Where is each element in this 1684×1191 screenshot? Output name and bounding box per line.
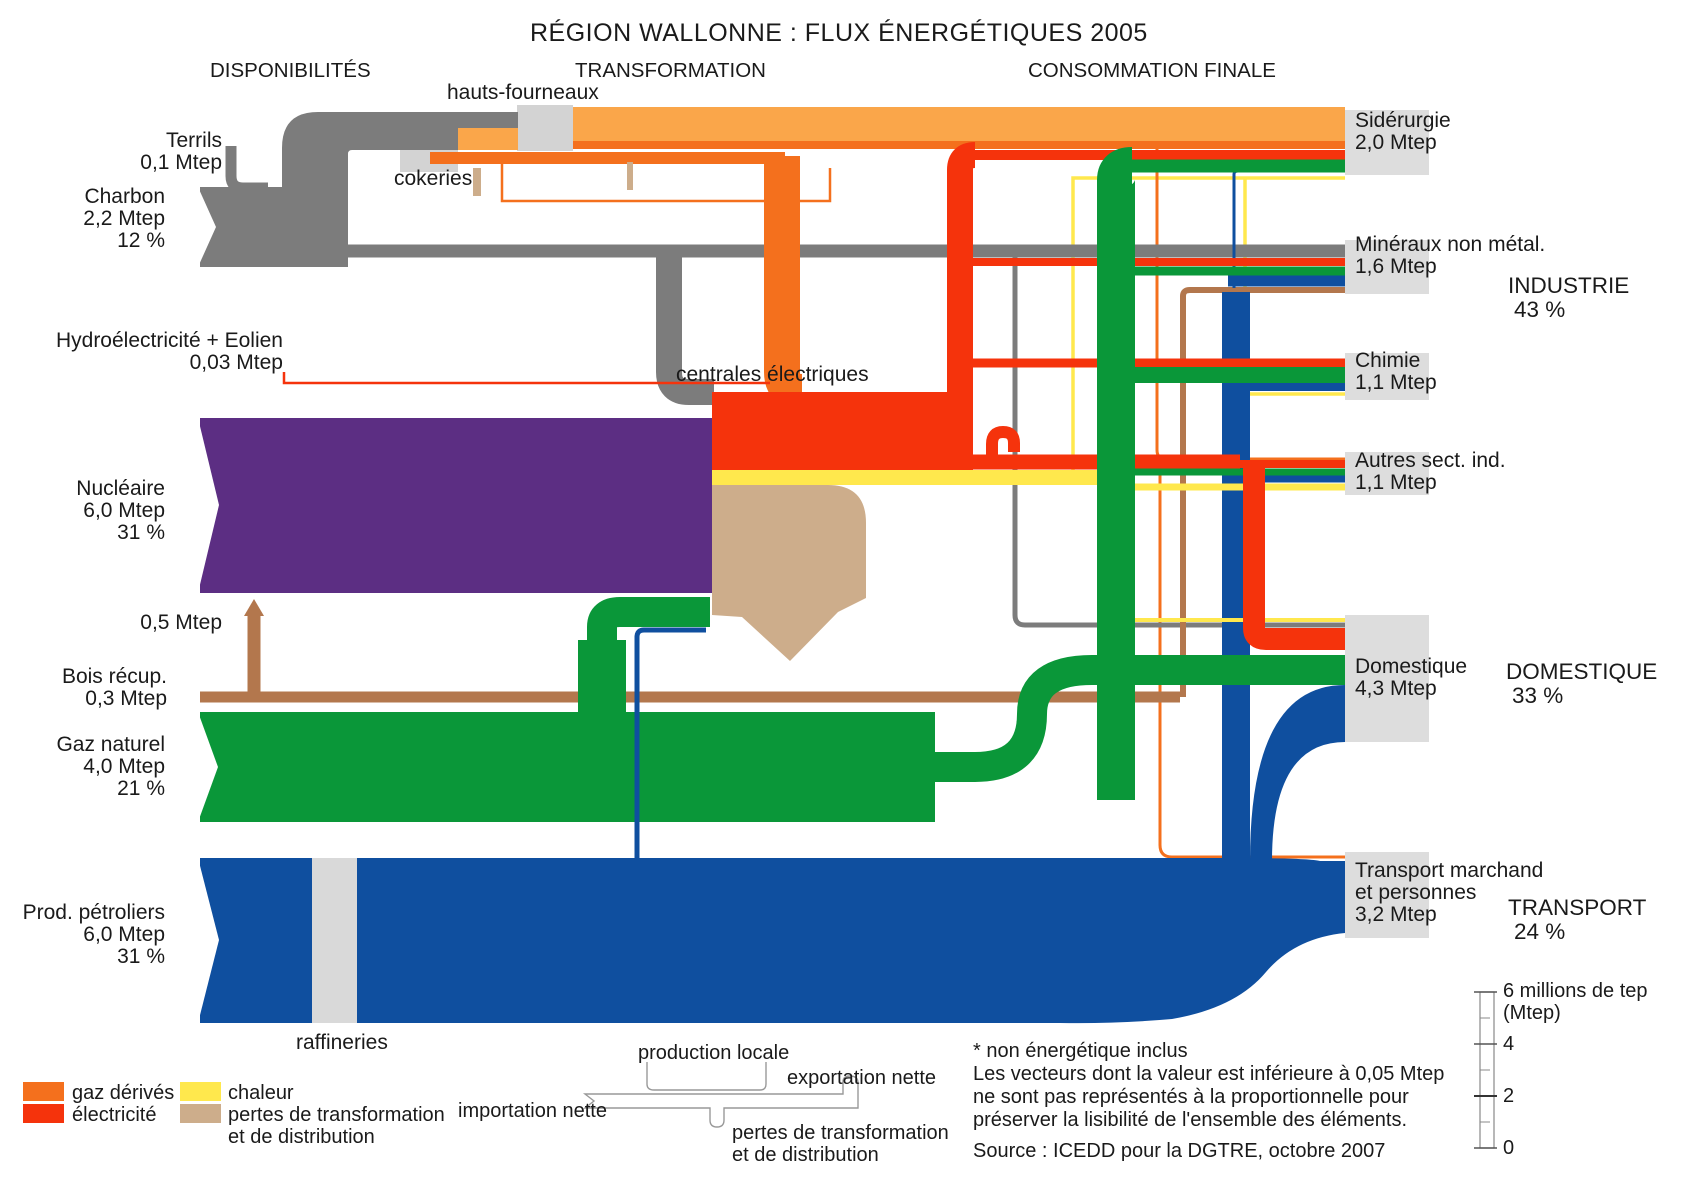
flow-electricite-export-hook <box>986 425 1020 460</box>
flow-bois-to-mineraux <box>1180 287 1345 697</box>
box-siderurgie <box>1345 110 1429 175</box>
flow-petrole-to-transport <box>1060 858 1345 1024</box>
flow-chaleur-hairline-up <box>1071 176 1345 470</box>
notch-gaz <box>198 712 218 822</box>
label-terrils: Terrils 0,1 Mtep <box>140 129 222 174</box>
label-bois-branch: 0,5 Mtep <box>140 611 222 634</box>
box-autres <box>1345 452 1429 495</box>
flow-petrole-to-centrales-hairline <box>634 627 706 866</box>
flow-gaz-trunk <box>1097 147 1136 800</box>
label-transport: Transport marchand et personnes 3,2 Mtep <box>1355 859 1544 926</box>
scale-label-4: 4 <box>1503 1033 1515 1055</box>
flow-coke-cokeries-hf <box>458 128 518 150</box>
column-consommation: CONSOMMATION FINALE <box>1028 59 1276 82</box>
label-hauts-fourneaux: hauts-fourneaux <box>447 81 599 104</box>
flow-gaz-derives-siderurgie <box>573 141 1345 149</box>
flow-legend-pertes: pertes de transformation et de distribut… <box>732 1122 949 1166</box>
label-nucleaire: Nucléaire 6,0 Mtep 31 % <box>76 477 165 544</box>
legend-swatch-electricite <box>23 1104 64 1123</box>
flow-petrole-to-domestique <box>1250 685 1345 861</box>
label-gaz: Gaz naturel 4,0 Mtep 21 % <box>56 733 165 800</box>
legend-label-gaz-derives: gaz dérivés <box>72 1082 175 1104</box>
legend-swatch-pertes <box>180 1104 221 1123</box>
column-disponibilites: DISPONIBILITÉS <box>210 59 371 82</box>
flow-legend-production: production locale <box>638 1042 790 1064</box>
label-cokeries: cokeries <box>394 167 473 190</box>
scale-label-6: 6 millions de tep (Mtep) <box>1503 980 1648 1024</box>
scale-ruler <box>1474 991 1497 1149</box>
box-transport <box>1345 852 1429 938</box>
flow-charbon-elbow-cokeries <box>282 112 518 267</box>
scale-label-0: 0 <box>1503 1137 1515 1159</box>
flow-petrole-band <box>200 858 1080 1023</box>
label-group-domestique: DOMESTIQUE 33 % <box>1506 659 1658 708</box>
label-mineraux: Minéraux non métal. 1,6 Mtep <box>1355 233 1546 278</box>
flow-gaz-derives-band <box>430 152 785 164</box>
label-hydro: Hydroélectricité + Eolien 0,03 Mtep <box>55 329 283 374</box>
box-domestique <box>1345 615 1429 742</box>
legend-label-electricite: électricité <box>72 1104 157 1126</box>
notch-nucleaire <box>198 418 219 593</box>
box-chimie <box>1345 353 1429 400</box>
flow-gaz-riser-centrales-h <box>587 597 710 652</box>
legend-label-chaleur: chaleur <box>228 1082 294 1104</box>
box-hauts-fourneaux <box>517 105 573 151</box>
flow-coke-to-siderurgie <box>573 107 1345 141</box>
flow-legend-exportation: exportation nette <box>787 1067 936 1089</box>
flow-electricite-trunk-up <box>947 142 976 470</box>
flow-bois-branch-tip <box>244 599 264 616</box>
label-group-transport: TRANSPORT 24 % <box>1508 895 1647 944</box>
flow-hydro-line <box>282 372 770 385</box>
label-centrales: centrales électriques <box>676 363 869 386</box>
label-group-industrie: INDUSTRIE 43 % <box>1508 273 1630 322</box>
page-title: RÉGION WALLONNE : FLUX ÉNERGÉTIQUES 2005 <box>530 19 1148 47</box>
label-chimie: Chimie 1,1 Mtep <box>1355 349 1437 394</box>
column-transformation: TRANSFORMATION <box>575 59 766 82</box>
box-raffineries <box>312 858 357 1023</box>
flow-glyph-legend <box>582 1062 859 1128</box>
label-charbon: Charbon 2,2 Mtep 12 % <box>83 185 165 252</box>
source-credit: Source : ICEDD pour la DGTRE, octobre 20… <box>973 1140 1386 1162</box>
flow-charbon-to-domestique <box>1012 255 1345 628</box>
flow-gaz-derives-hairline-loop <box>500 164 832 203</box>
legend-swatch-chaleur <box>180 1082 221 1101</box>
flow-gaz-band <box>200 712 935 822</box>
flow-pertes-blob <box>712 485 866 661</box>
flow-gaz-domestique <box>915 655 1345 782</box>
notch-charbon <box>198 187 216 267</box>
flow-gaz-derives-to-centrales <box>764 156 804 410</box>
flow-legend-importation: importation nette <box>458 1100 607 1122</box>
label-bois: Bois récup. 0,3 Mtep <box>61 665 167 710</box>
label-siderurgie: Sidérurgie 2,0 Mtep <box>1355 109 1451 154</box>
footnote: * non énergétique inclus Les vecteurs do… <box>973 1040 1445 1131</box>
legend-swatch-gaz-derives <box>23 1082 64 1101</box>
scale-label-2: 2 <box>1503 1085 1515 1107</box>
flow-electricite-domestique <box>1243 466 1345 650</box>
box-mineraux <box>1345 240 1429 294</box>
flow-gaz-derives-transport <box>1158 459 1345 859</box>
flow-charbon-to-centrales <box>656 255 714 405</box>
label-domestique: Domestique 4,3 Mtep <box>1355 655 1468 700</box>
label-raffineries: raffineries <box>296 1031 388 1054</box>
node-centrales-block <box>712 392 973 470</box>
legend-label-pertes: pertes de transformation et de distribut… <box>228 1104 445 1148</box>
label-petrole: Prod. pétroliers 6,0 Mtep 31 % <box>22 901 165 968</box>
flow-terrils-stub <box>225 146 268 194</box>
notch-petrole <box>198 858 219 1023</box>
label-autres: Autres sect. ind. 1,1 Mtep <box>1355 449 1506 494</box>
flow-chaleur-band <box>712 470 1110 485</box>
flow-nucleaire-band <box>200 418 712 593</box>
